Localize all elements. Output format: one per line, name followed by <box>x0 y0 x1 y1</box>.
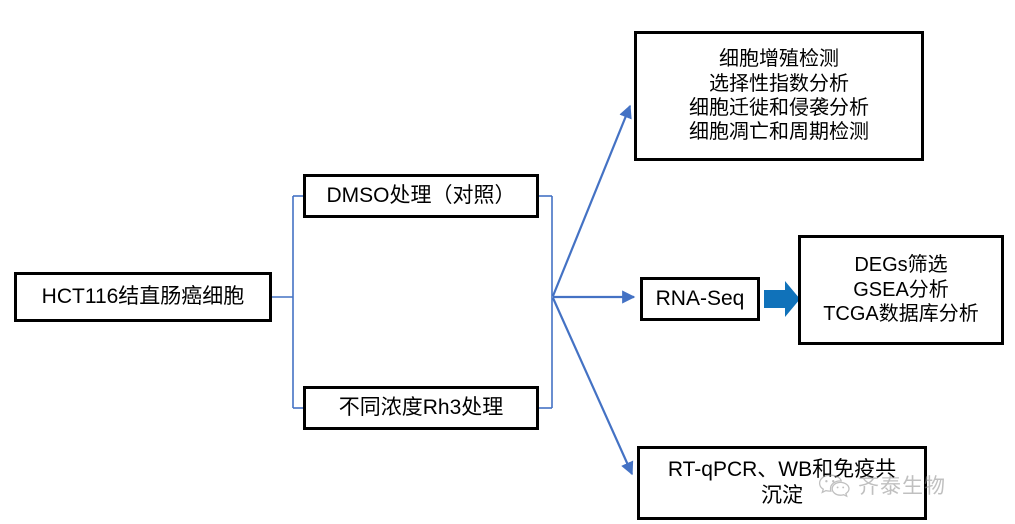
rnaseq-to-bioinformatics-block-arrow <box>764 281 800 317</box>
node-cell-assays-line-2: 选择性指数分析 <box>709 72 849 95</box>
node-cell-assays-line-1: 细胞增殖检测 <box>719 48 839 71</box>
node-cell-assays[interactable]: 细胞增殖检测 选择性指数分析 细胞迁徙和侵袭分析 细胞凋亡和周期检测 <box>634 31 924 161</box>
treatments-to-hub-bracket <box>539 195 553 409</box>
node-treatment-rh3[interactable]: 不同浓度Rh3处理 <box>303 386 539 430</box>
node-treatment-control[interactable]: DMSO处理（对照） <box>303 174 539 218</box>
node-source-cells[interactable]: HCT116结直肠癌细胞 <box>14 272 272 322</box>
node-rna-seq-label: RNA-Seq <box>655 287 745 311</box>
node-validation-assays[interactable]: RT-qPCR、WB和免疫共 沉淀 <box>637 446 927 520</box>
node-validation-assays-line-1: RT-qPCR、WB和免疫共 <box>667 458 897 482</box>
node-cell-assays-line-3: 细胞迁徙和侵袭分析 <box>689 97 869 119</box>
hub-to-validation-arrow <box>551 297 634 476</box>
node-rna-seq[interactable]: RNA-Seq <box>640 277 760 321</box>
node-treatment-control-label: DMSO处理（对照） <box>326 184 516 208</box>
node-bioinformatics-line-1: DEGs筛选 <box>854 254 948 277</box>
node-treatment-rh3-label: 不同浓度Rh3处理 <box>338 396 504 420</box>
node-source-label: HCT116结直肠癌细胞 <box>41 285 245 309</box>
node-bioinformatics[interactable]: DEGs筛选 GSEA分析 TCGA数据库分析 <box>798 235 1004 345</box>
source-to-treatments-bracket <box>272 195 303 409</box>
hub-to-assays-arrow <box>551 104 632 297</box>
node-bioinformatics-line-2: GSEA分析 <box>853 278 949 301</box>
node-cell-assays-line-4: 细胞凋亡和周期检测 <box>689 121 869 144</box>
node-bioinformatics-line-3: TCGA数据库分析 <box>823 303 979 326</box>
node-validation-assays-line-2: 沉淀 <box>761 484 803 507</box>
